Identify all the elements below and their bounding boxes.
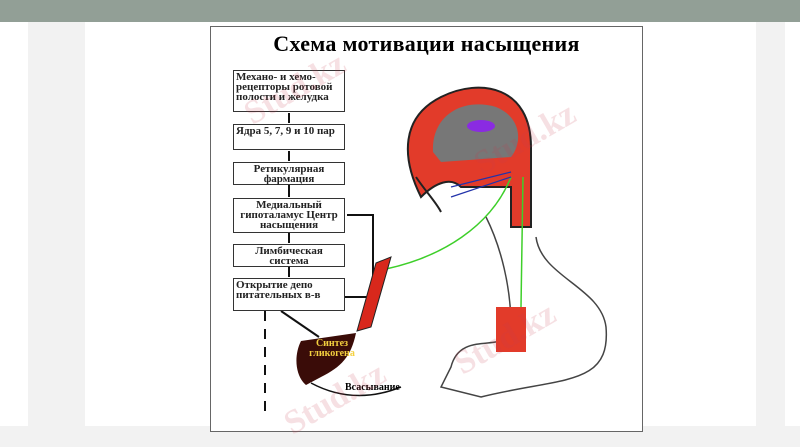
satiety-diagram: Схема мотивации насыщения Механо <box>210 26 643 432</box>
flow-box-hypothalamus: Медиальный гипоталамус Центр насыщения <box>233 198 345 233</box>
flow-box-receptors: Механо- и хемо-рецепторы ротовой полости… <box>233 70 345 112</box>
diagram-graphics <box>264 86 607 417</box>
absorption-label: Всасывание <box>345 382 400 393</box>
right-margin <box>756 22 785 447</box>
digestive-tract <box>439 216 607 398</box>
flow-box-limbic: Лимбическая система <box>233 244 345 267</box>
flow-box-nuclei: Ядра 5, 7, 9 и 10 пар <box>233 124 345 150</box>
diagram-title: Схема мотивации насыщения <box>273 31 580 56</box>
flow-box-depot: Открытие депо питательных в-в <box>233 278 345 311</box>
left-margin <box>28 22 85 447</box>
liver-label: Синтез гликогена <box>309 338 355 359</box>
slide-top-bar <box>0 0 800 22</box>
flow-box-reticular: Ретикулярная фармация <box>233 162 345 185</box>
blood-vessel <box>356 256 392 332</box>
liver <box>296 333 356 385</box>
food-icon <box>496 307 526 352</box>
nerve-lines <box>385 176 524 308</box>
